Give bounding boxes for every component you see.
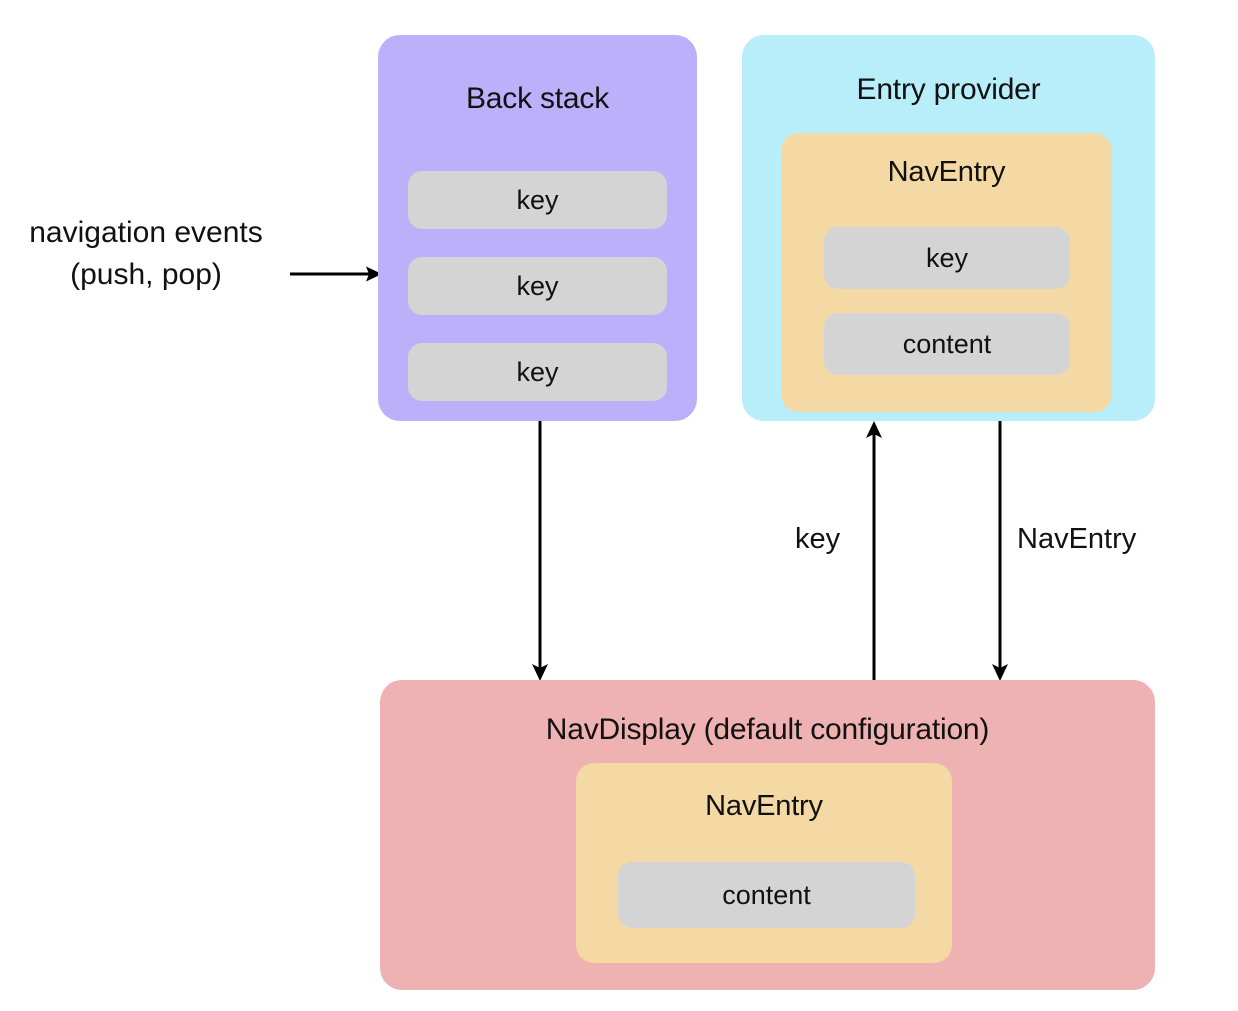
back-stack-key-pill[interactable]: key (408, 171, 667, 229)
entry-provider-content-pill[interactable]: content (824, 313, 1070, 375)
back-stack-key-pill[interactable]: key (408, 343, 667, 401)
entry-provider-nav-entry-title: NavEntry (887, 156, 1006, 188)
edge-label-nav-entry: NavEntry (1017, 523, 1137, 555)
arrow-nav-display-to-entry-provider (866, 421, 882, 681)
back-stack-key-pill[interactable]: key (408, 257, 667, 315)
back-stack-box[interactable]: Back stack key key key (378, 35, 697, 421)
edge-label-key: key (795, 523, 841, 555)
nav-display-title: NavDisplay (default configuration) (545, 713, 990, 746)
navigation-events-label: navigation events (push, pop) (10, 212, 282, 296)
entry-provider-title: Entry provider (856, 73, 1041, 106)
nav-display-content-pill[interactable]: content (618, 862, 915, 928)
nav-display-nav-entry-card[interactable]: NavEntry content (576, 763, 952, 963)
entry-provider-nav-entry-card[interactable]: NavEntry key content (781, 133, 1112, 412)
navigation-events-label-line1: navigation events (29, 216, 263, 249)
back-stack-title: Back stack (465, 82, 610, 115)
nav-display-nav-entry-title: NavEntry (705, 790, 823, 822)
navigation-events-label-line2: (push, pop) (70, 258, 222, 291)
nav-display-box[interactable]: NavDisplay (default configuration) NavEn… (380, 680, 1155, 990)
entry-provider-box[interactable]: Entry provider NavEntry key content (742, 35, 1155, 421)
arrow-navigation-events-to-back-stack (290, 266, 382, 282)
arrow-entry-provider-to-nav-display (992, 421, 1008, 681)
arrow-back-stack-to-nav-display (532, 421, 548, 681)
entry-provider-key-pill[interactable]: key (824, 227, 1070, 289)
